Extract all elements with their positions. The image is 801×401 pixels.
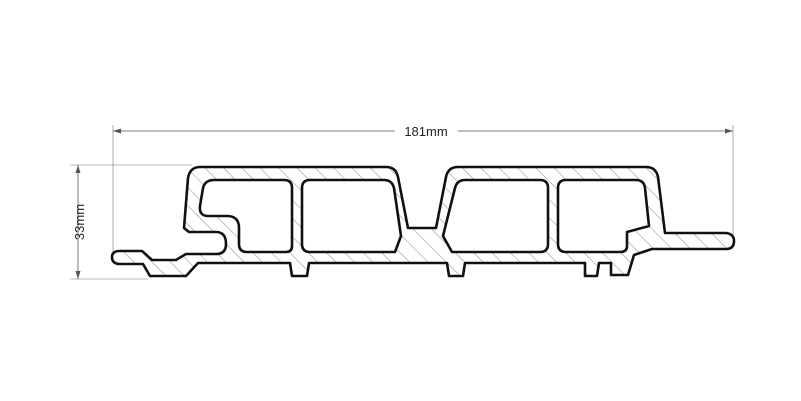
- width-dimension: 181mm: [112, 124, 734, 255]
- height-dimension: 33mm: [70, 164, 192, 280]
- height-label: 33mm: [72, 204, 87, 240]
- height-arrow-bottom: [75, 271, 81, 279]
- profile-section: [110, 165, 736, 278]
- width-label: 181mm: [404, 124, 447, 139]
- height-arrow-top: [75, 165, 81, 173]
- width-arrow-right: [725, 128, 733, 134]
- profile-outline: [110, 165, 736, 278]
- width-arrow-left: [113, 128, 121, 134]
